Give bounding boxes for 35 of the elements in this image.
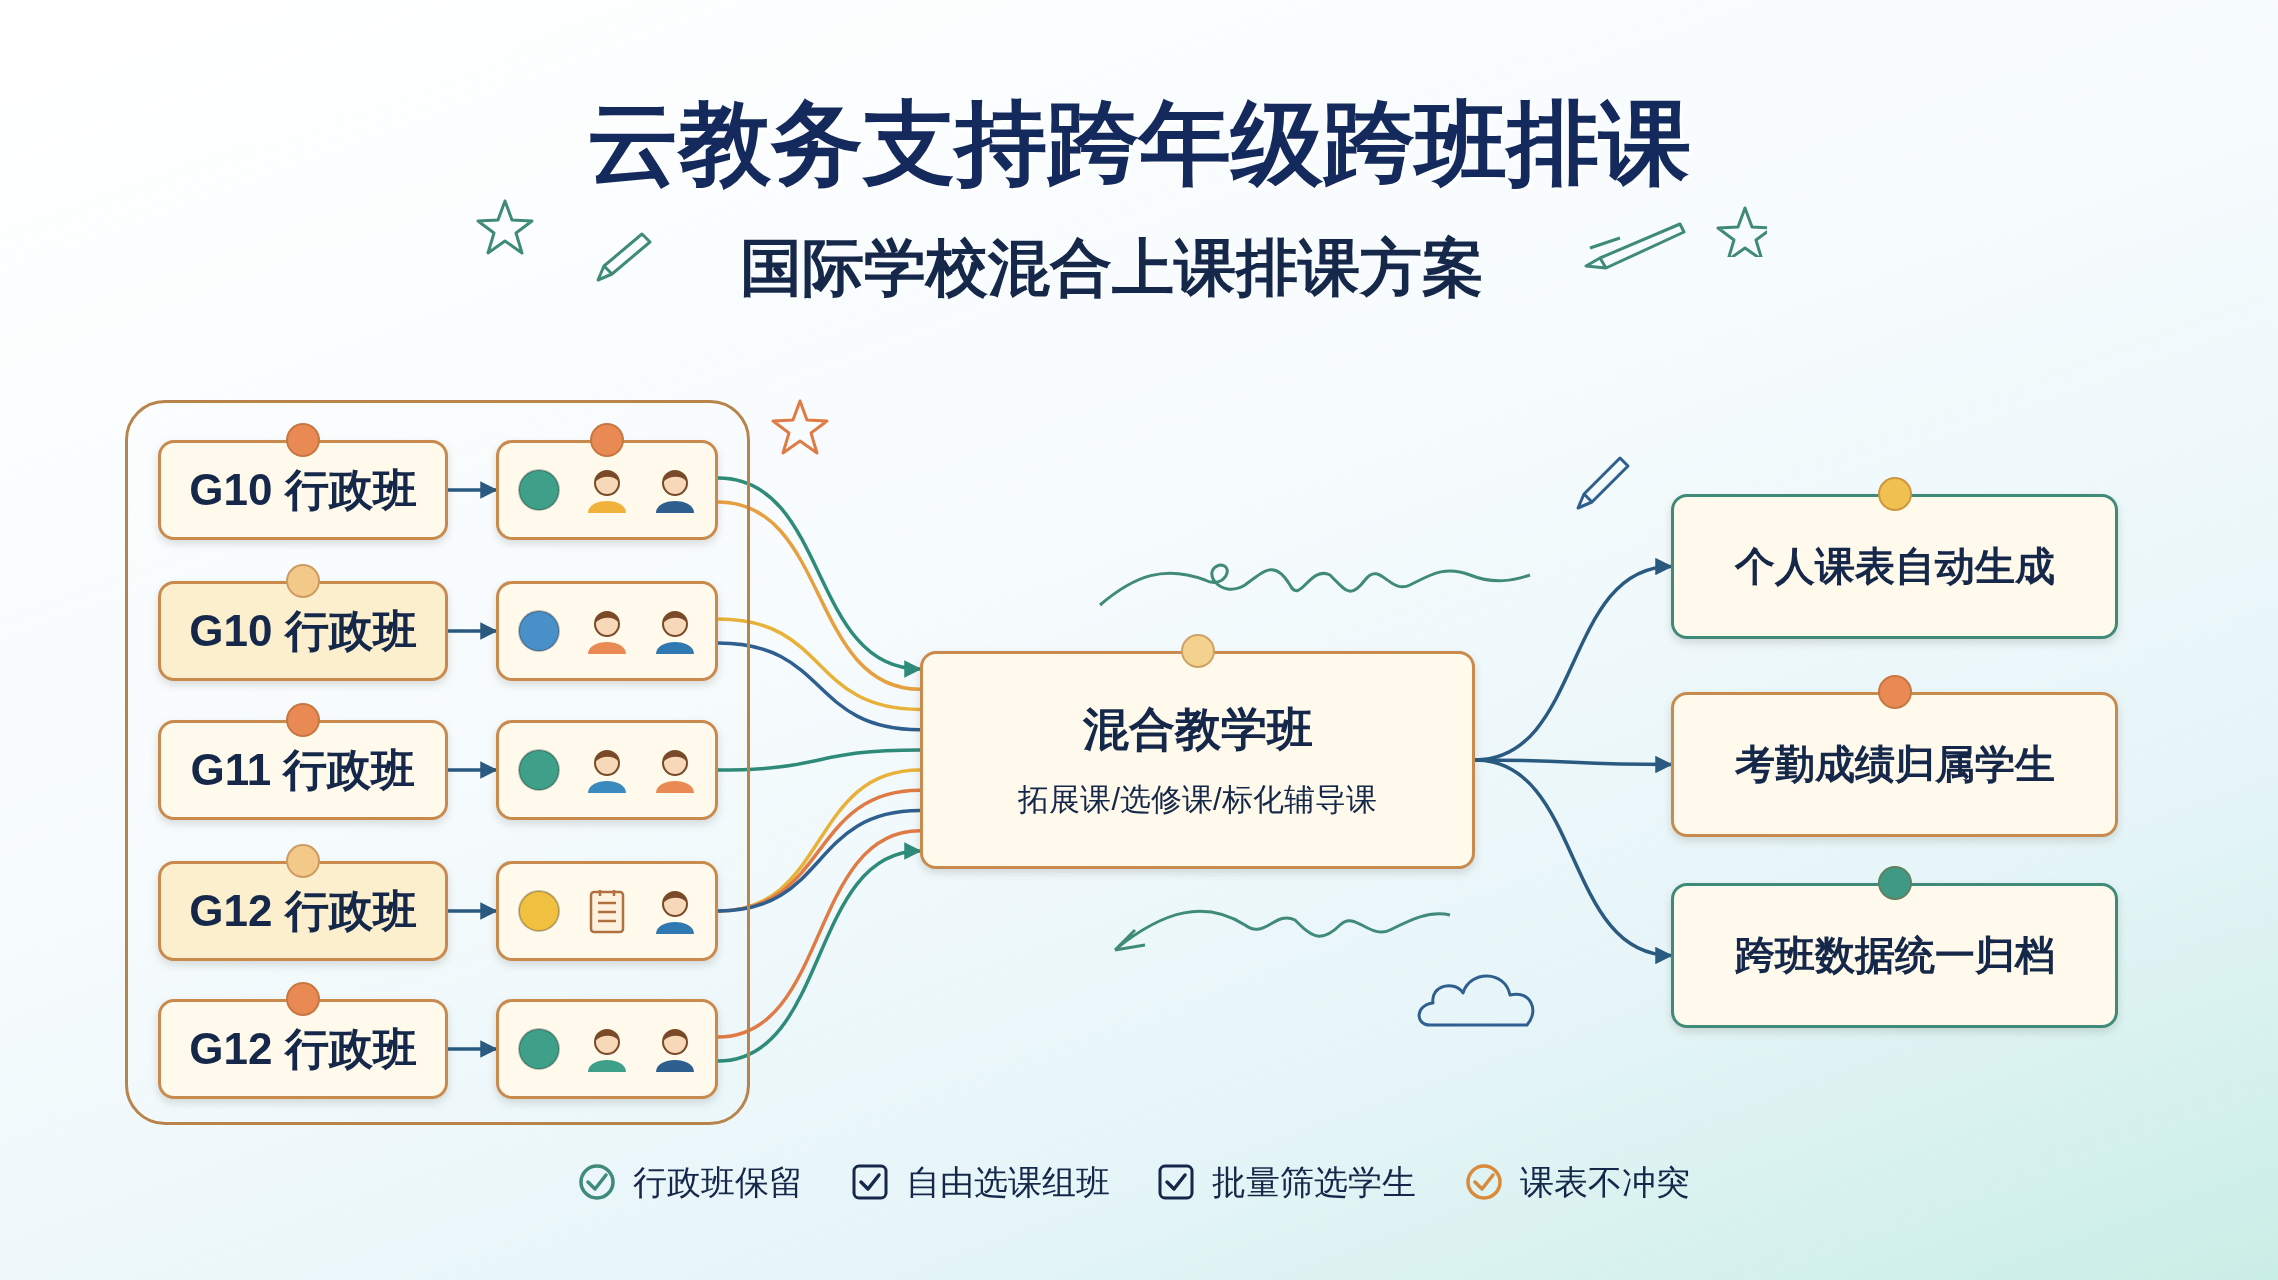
arrow (716, 476, 922, 676)
connector-line (716, 829, 922, 1039)
connector-line (716, 500, 922, 691)
class-label: G10 行政班 (189, 463, 417, 516)
student-icon-card (496, 999, 718, 1099)
class-label: G11 行政班 (190, 743, 416, 796)
connector-line (716, 748, 922, 772)
result-label: 跨班数据统一归档 (1734, 932, 2055, 979)
student-icon-card (496, 861, 718, 961)
feature-text: 批量筛选学生 (1212, 1162, 1416, 1203)
arrow (446, 1040, 498, 1058)
result-label: 个人课表自动生成 (1734, 543, 2055, 590)
group-frame (125, 400, 750, 1125)
connector-line (716, 617, 922, 712)
result-label: 考勤成绩归属学生 (1734, 741, 2055, 788)
student-icon-card (496, 720, 718, 820)
feature-text: 行政班保留 (633, 1162, 803, 1203)
main-title: 云教务支持跨年级跨班排课 (587, 91, 1691, 196)
subtitle: 国际学校混合上课排课方案 (740, 232, 1484, 304)
hub-subtitle: 拓展课/选修课/标化辅导课 (1018, 781, 1377, 819)
class-label: G10 行政班 (189, 604, 417, 657)
connector-line (716, 641, 922, 732)
arrow (446, 481, 498, 499)
feature-text: 课表不冲突 (1520, 1162, 1690, 1203)
arrow (446, 761, 498, 779)
class-label: G12 行政班 (189, 884, 417, 937)
class-label: G12 行政班 (189, 1022, 417, 1075)
connector-line (716, 808, 922, 913)
arrow (716, 844, 922, 1063)
hub-title: 混合教学班 (1082, 702, 1313, 757)
arrow (446, 622, 498, 640)
arrow (446, 902, 498, 920)
arrow (1473, 758, 1673, 962)
student-icon-card (496, 581, 718, 681)
feature-text: 自由选课组班 (906, 1162, 1110, 1203)
